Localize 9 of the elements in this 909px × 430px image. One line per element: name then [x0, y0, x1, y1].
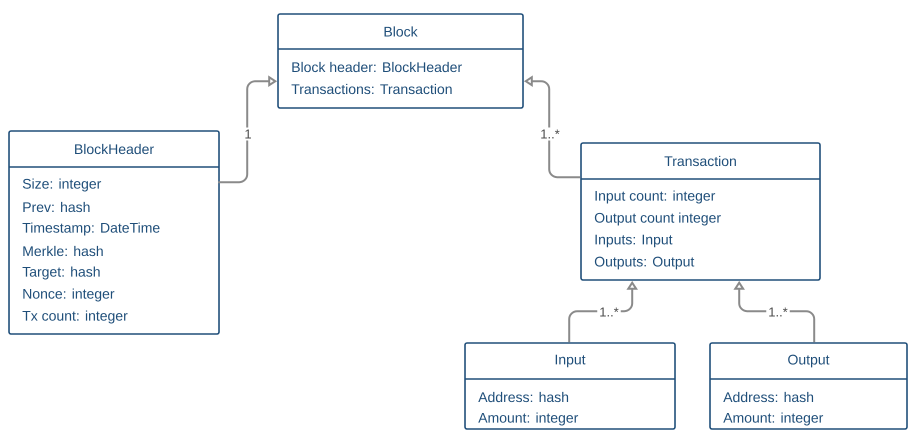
edge-label: 1..* [597, 306, 621, 318]
edge-label: 1..* [538, 128, 562, 140]
class-box: Output Address: hash Amount: integer [709, 342, 908, 430]
edge-label: 1..* [766, 306, 790, 318]
class-box: Input Address: hash Amount: integer [464, 342, 676, 430]
class-box: Block Block header: BlockHeader Transactions: Transaction [277, 13, 524, 109]
class-box: BlockHeader Size: integer Prev: hash Timestamp: DateTime Merkle: hash Target: hash Nonce: integer Tx count: integer [8, 130, 220, 335]
edge-label: 1 [242, 128, 254, 140]
class-box: Transaction Input count: integer Output count integer Inputs: Input Outputs: Output [580, 142, 821, 281]
